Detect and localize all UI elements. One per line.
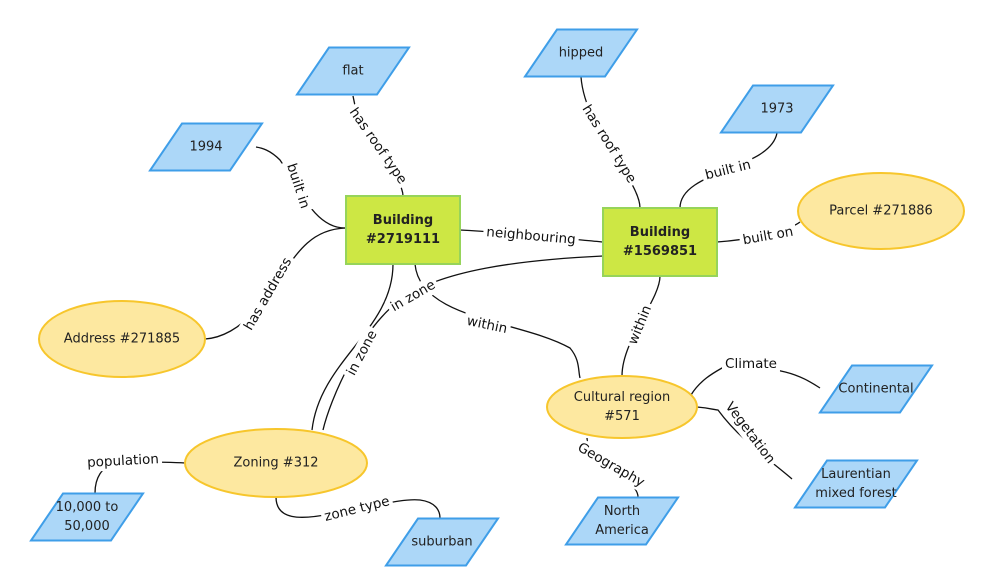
node-label: flat [342, 64, 363, 79]
edge-label: has address [241, 255, 295, 333]
ellipse-shape [797, 172, 965, 250]
edge-label-background [719, 396, 781, 470]
edge-label-group: built on [738, 222, 798, 250]
edge-label: zone type [323, 493, 392, 525]
edge-label-background [738, 222, 798, 250]
parallelogram-shape [564, 496, 680, 546]
node-label: Building [373, 213, 433, 228]
node-label: Parcel #271886 [829, 204, 933, 219]
node-label: #1569851 [623, 244, 697, 259]
parallelogram-shape [523, 28, 639, 78]
node-label: Building [630, 225, 690, 240]
edge-label: Geography [575, 439, 648, 490]
edge-label-group: within [622, 299, 658, 351]
edge-label-background [384, 274, 442, 318]
node-label: #571 [604, 409, 640, 424]
edge-b1-zoning [311, 263, 394, 431]
node-label: America [595, 523, 649, 538]
node-y1973[interactable]: 1973 [719, 84, 835, 134]
node-label: 1994 [189, 140, 222, 155]
node-label: Continental [838, 382, 913, 397]
edge-label-background [341, 324, 383, 382]
edge-label: within [625, 303, 655, 347]
parallelogram-shape [29, 492, 145, 542]
ellipse-shape [184, 428, 368, 498]
edge-label: neighbouring [486, 224, 577, 248]
ellipse-shape [546, 375, 698, 439]
node-pop[interactable]: 10,000 to 50,000 [29, 492, 145, 542]
edge-label-group: zone type [319, 491, 395, 527]
node-y1994[interactable]: 1994 [148, 122, 264, 172]
edge-label-group: Geography [571, 437, 651, 493]
edge-label: built in [283, 161, 313, 210]
edge-label-group: population [83, 449, 163, 473]
node-label: 50,000 [64, 519, 110, 534]
node-continental[interactable]: Continental [818, 364, 934, 414]
edge-label-group: in zone [341, 324, 383, 382]
edge-label-background [571, 437, 651, 493]
edge-label-group: has roof type [576, 98, 642, 190]
node-label: Laurentian [821, 467, 891, 482]
node-zoning[interactable]: Zoning #312 [184, 428, 368, 498]
edge-label-background [238, 251, 298, 337]
edge-label-group: neighbouring [482, 222, 580, 250]
edge-label-group: within [462, 311, 512, 339]
node-region[interactable]: Cultural region #571 [546, 375, 698, 439]
node-label: Cultural region [574, 390, 670, 405]
edge-label: Vegetation [722, 399, 779, 467]
edge-label-background [462, 311, 512, 339]
node-label: Zoning #312 [233, 456, 318, 471]
edge-label-background [83, 449, 163, 473]
node-flat[interactable]: flat [295, 46, 411, 96]
node-label: #2719111 [366, 232, 440, 247]
edge-label: population [87, 451, 160, 471]
edge-label-background [319, 491, 395, 527]
node-label: North [604, 504, 640, 519]
node-label: Address #271885 [64, 332, 180, 347]
node-forest[interactable]: Laurentian mixed forest [793, 459, 919, 509]
edge-label-background [722, 355, 780, 373]
edge-label-group: built in [281, 158, 315, 214]
ellipse-shape [38, 300, 206, 378]
edge-label: Climate [725, 356, 777, 372]
parallelogram-shape [719, 84, 835, 134]
node-label: 1973 [760, 102, 793, 117]
edge-label-background [281, 158, 315, 214]
edge-label: has roof type [346, 105, 410, 187]
edge-label-group: Vegetation [719, 396, 781, 470]
node-label: 10,000 to [56, 500, 119, 515]
node-hipped[interactable]: hipped [523, 28, 639, 78]
parallelogram-shape [148, 122, 264, 172]
node-b2[interactable]: Building #1569851 [602, 207, 718, 277]
parallelogram-shape [793, 459, 919, 509]
parallelogram-shape [384, 517, 500, 567]
edge-label-group: has address [238, 251, 298, 337]
edge-label-background [576, 98, 642, 190]
edge-label-background [622, 299, 658, 351]
node-label: hipped [559, 46, 604, 61]
parallelogram-shape [295, 46, 411, 96]
node-label: mixed forest [815, 486, 896, 501]
node-label: suburban [411, 535, 472, 550]
rect-shape [345, 195, 461, 265]
node-parcel[interactable]: Parcel #271886 [797, 172, 965, 250]
edge-label-group: Climate [722, 355, 780, 373]
rect-shape [602, 207, 718, 277]
edge-label-background [482, 222, 580, 250]
edge-label-group: has roof type [343, 101, 413, 191]
edge-label: has roof type [579, 102, 640, 186]
edge-label-group: built in [700, 154, 756, 186]
node-b1[interactable]: Building #2719111 [345, 195, 461, 265]
edge-label-background [700, 154, 756, 186]
node-suburban[interactable]: suburban [384, 517, 500, 567]
node-address[interactable]: Address #271885 [38, 300, 206, 378]
edge-label: built in [703, 157, 752, 184]
parallelogram-shape [818, 364, 934, 414]
edge-label-background [343, 101, 413, 191]
